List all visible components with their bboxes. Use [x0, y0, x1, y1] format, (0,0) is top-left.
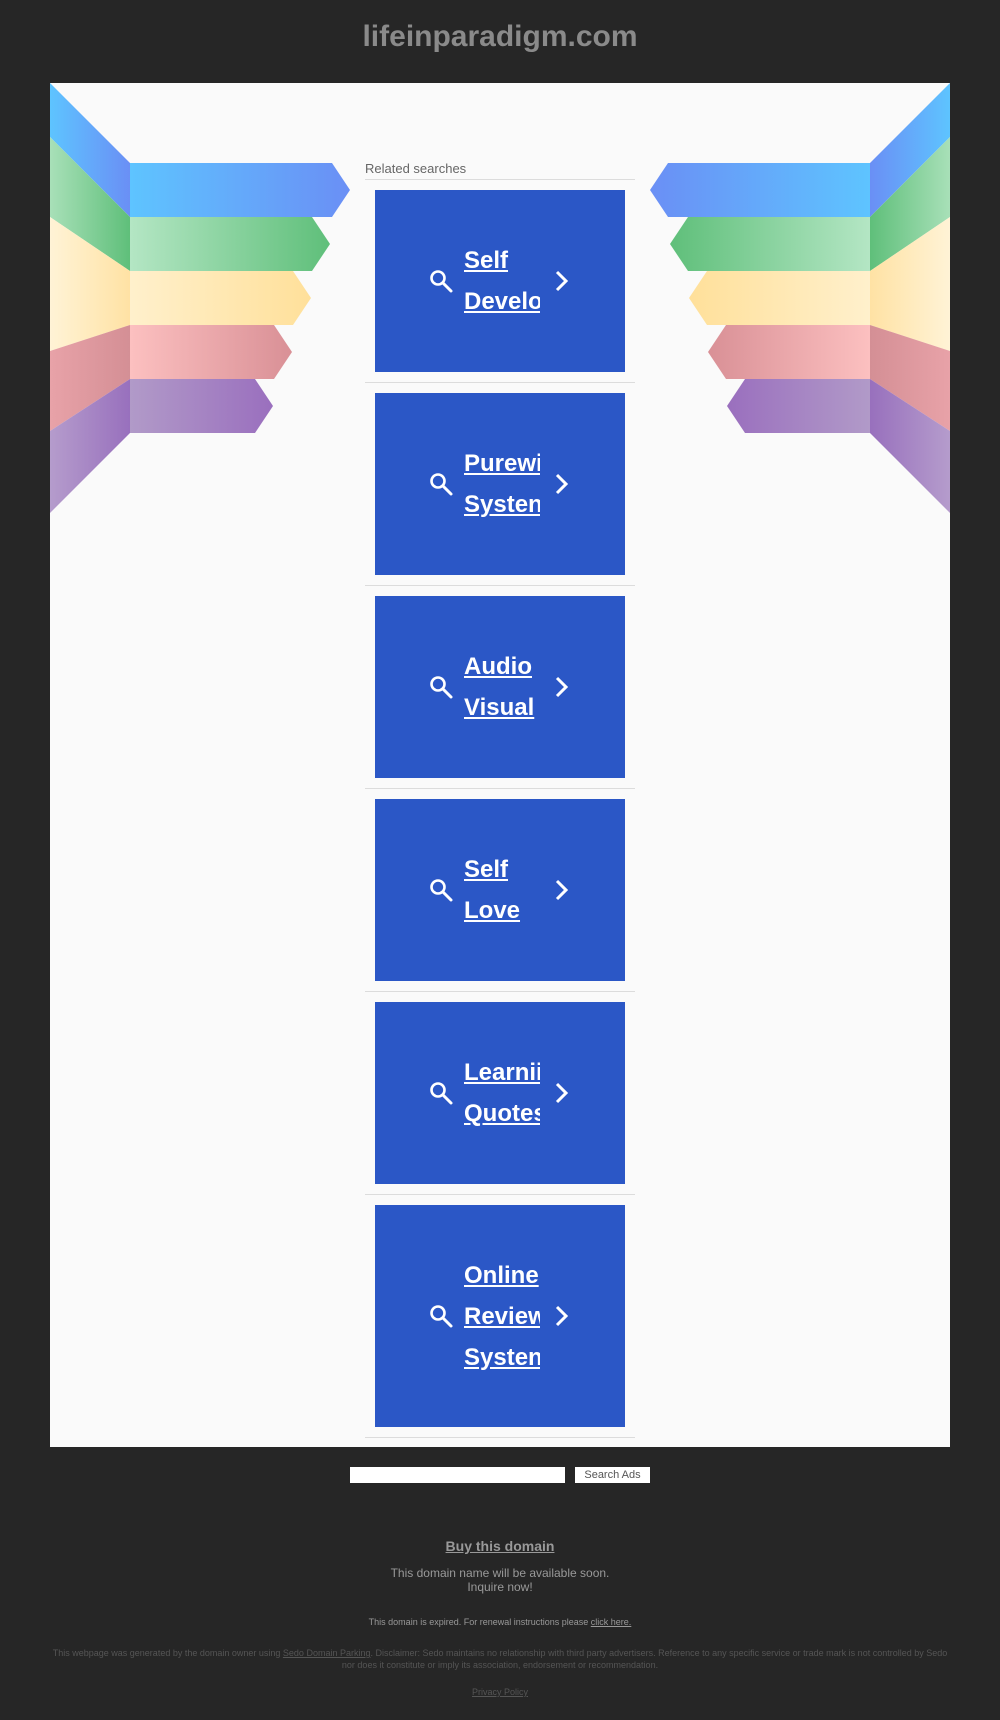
search-bar: Search Ads — [350, 1467, 650, 1483]
disclaimer-text-pre: This webpage was generated by the domain… — [52, 1648, 281, 1658]
related-search-label[interactable]: Audio Visual — [464, 653, 535, 721]
related-search-label[interactable]: Self Love — [464, 856, 521, 924]
related-search-link[interactable]: Audio Visual — [375, 596, 625, 778]
search-icon — [430, 270, 453, 293]
search-icon — [430, 676, 453, 699]
chevron-right-icon — [555, 1082, 569, 1104]
related-search-link[interactable]: Online Review Systen — [375, 1205, 625, 1427]
list-item: Self Love — [365, 789, 635, 992]
expired-notice-text: This domain is expired. For renewal inst… — [368, 1617, 589, 1627]
list-item: Learnii Quotes — [365, 992, 635, 1195]
search-icon — [430, 1305, 453, 1328]
related-search-link[interactable]: Self Develo — [375, 190, 625, 372]
related-searches: Related searches Self Develo Purewi — [365, 158, 635, 1438]
availability-notice: This domain name will be available soon.… — [0, 1566, 1000, 1594]
related-search-link[interactable]: Learnii Quotes — [375, 1002, 625, 1184]
list-item: Online Review Systen — [365, 1195, 635, 1438]
main-container: Related searches Self Develo Purewi — [50, 83, 950, 1447]
chevron-right-icon — [555, 879, 569, 901]
search-input[interactable] — [350, 1467, 565, 1483]
buy-domain-link[interactable]: Buy this domain — [445, 1538, 555, 1554]
search-ads-button[interactable]: Search Ads — [575, 1467, 650, 1483]
disclaimer-text-post: . Disclaimer: Sedo maintains no relation… — [341, 1648, 948, 1670]
disclaimer: This webpage was generated by the domain… — [50, 1647, 950, 1671]
chevron-right-icon — [555, 1305, 569, 1327]
privacy-policy-link[interactable]: Privacy Policy — [471, 1687, 528, 1697]
renewal-instructions-link[interactable]: click here. — [590, 1617, 632, 1627]
related-searches-heading: Related searches — [365, 158, 635, 180]
search-icon — [430, 473, 453, 496]
related-search-label[interactable]: Purewi Systen — [464, 450, 540, 518]
related-searches-list: Self Develo Purewi Systen — [365, 180, 635, 1438]
sedo-parking-link[interactable]: Sedo Domain Parking — [282, 1648, 371, 1658]
related-search-label[interactable]: Self Develo — [464, 247, 540, 315]
chevron-right-icon — [555, 676, 569, 698]
list-item: Purewi Systen — [365, 383, 635, 586]
site-title: lifeinparadigm.com — [362, 20, 638, 53]
expired-notice: This domain is expired. For renewal inst… — [0, 1617, 1000, 1627]
search-icon — [430, 1082, 453, 1105]
related-search-label[interactable]: Online Review Systen — [464, 1261, 540, 1371]
related-search-label[interactable]: Learnii Quotes — [464, 1059, 540, 1127]
list-item: Self Develo — [365, 180, 635, 383]
decorative-wing-right — [650, 83, 950, 513]
chevron-right-icon — [555, 473, 569, 495]
availability-line-2: Inquire now! — [467, 1580, 533, 1594]
search-icon — [430, 879, 453, 902]
related-search-link[interactable]: Purewi Systen — [375, 393, 625, 575]
availability-line-1: This domain name will be available soon. — [390, 1566, 610, 1580]
list-item: Audio Visual — [365, 586, 635, 789]
decorative-wing-left — [50, 83, 350, 513]
chevron-right-icon — [555, 270, 569, 292]
related-search-link[interactable]: Self Love — [375, 799, 625, 981]
